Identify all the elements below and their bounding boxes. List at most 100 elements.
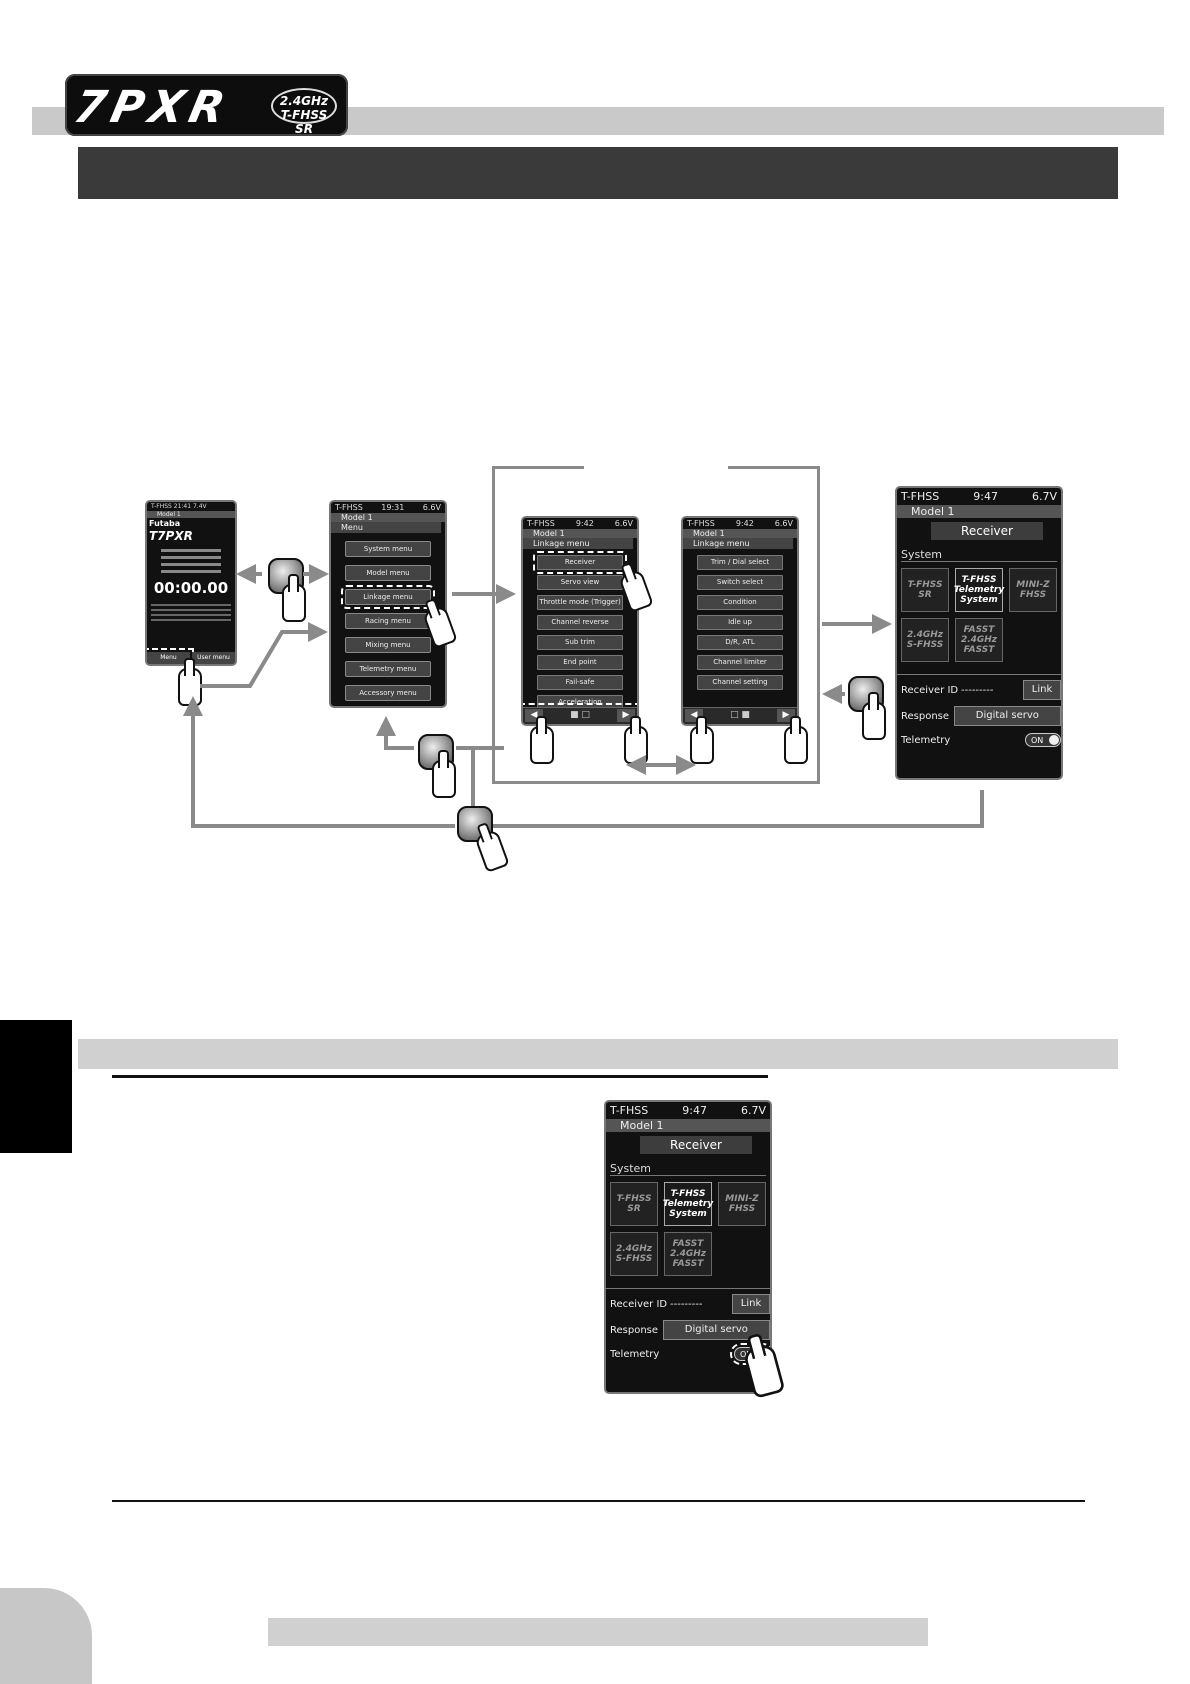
home-menu-button[interactable]: Menu [147, 648, 194, 664]
linkage-item[interactable]: Condition [697, 595, 783, 610]
menu-status-left: T-FHSS [335, 503, 363, 512]
menu-item[interactable]: Model menu [345, 565, 431, 581]
hand-pointer-icon [432, 750, 456, 798]
section-title-bar [78, 147, 1118, 199]
link1-status-batt: 6.6V [614, 519, 633, 528]
bottom-rule [112, 1500, 1085, 1502]
rx1-model: Model 1 [897, 505, 1061, 518]
arrow-icon [183, 696, 455, 828]
arrow-icon [376, 716, 414, 750]
menu-status-time: 19:31 [381, 503, 405, 512]
home-model: Model 1 [147, 511, 235, 518]
link2-status: T-FHSS 9:42 6.6V [683, 518, 797, 529]
hand-pointer-icon [862, 692, 886, 740]
menu-item[interactable]: Mixing menu [345, 637, 431, 653]
link2-status-batt: 6.6V [774, 519, 793, 528]
rx1-receiver-id-row: Receiver ID --------- Link [897, 679, 1061, 701]
rx1-system-label: System [901, 548, 1057, 562]
menu-item[interactable]: Linkage menu [341, 585, 435, 609]
rx1-link-button[interactable]: Link [1023, 680, 1061, 700]
rx1-title: Receiver [931, 522, 1043, 540]
rx2-response-label: Response [610, 1324, 659, 1336]
home-brand: Futaba [149, 519, 181, 528]
home-screen: T-FHSS 21:41 7.4V Model 1 Futaba T7PXR 0… [145, 500, 237, 666]
rx2-link-button[interactable]: Link [732, 1294, 770, 1314]
rx2-status-batt: 6.7V [740, 1104, 766, 1117]
home-timer: 00:00.00 [153, 579, 229, 597]
system-option[interactable]: T-FHSS SR [901, 568, 949, 612]
linkage-item[interactable]: D/R, ATL [697, 635, 783, 650]
linkage-item[interactable]: Sub trim [537, 635, 623, 650]
linkage-item[interactable]: Channel limiter [697, 655, 783, 670]
linkage-item[interactable]: Switch select [697, 575, 783, 590]
home-user-menu-button[interactable]: User menu [192, 652, 235, 664]
linkage-item[interactable]: Throttle mode (Trigger) [537, 595, 623, 610]
system-option[interactable]: MINI-Z FHSS [1009, 568, 1057, 612]
footer-bar [268, 1618, 928, 1646]
rx2-response-button[interactable]: Digital servo [662, 1320, 770, 1340]
menu-heading: Menu [331, 522, 441, 533]
linkage-item[interactable]: Servo view [537, 575, 623, 590]
system-option[interactable]: 2.4GHz S-FHSS [610, 1232, 658, 1276]
rx2-model: Model 1 [606, 1119, 770, 1132]
link1-status: T-FHSS 9:42 6.6V [523, 518, 637, 529]
rx2-status: T-FHSS 9:47 6.7V [606, 1102, 770, 1119]
linkage-page-2: T-FHSS 9:42 6.6V Model 1 Linkage menu Tr… [681, 516, 799, 726]
system-option[interactable]: MINI-Z FHSS [718, 1182, 766, 1226]
rx2-system-label: System [610, 1162, 766, 1176]
home-status: T-FHSS 21:41 7.4V [147, 502, 235, 511]
rx1-status-batt: 6.7V [1031, 490, 1057, 503]
linkage-item[interactable]: Trim / Dial select [697, 555, 783, 570]
rx1-response-row: Response Digital servo [897, 705, 1061, 727]
rx1-telemetry-toggle[interactable]: ON [1025, 733, 1061, 747]
rx1-receiver-id-label: Receiver ID [901, 684, 959, 696]
linkage-item[interactable]: End point [537, 655, 623, 670]
rx1-response-label: Response [901, 710, 950, 722]
bracket-top-right [728, 466, 820, 469]
rx2-title: Receiver [640, 1136, 752, 1154]
page-number-tab [0, 1588, 92, 1684]
system-option[interactable]: FASST 2.4GHz FASST [664, 1232, 712, 1276]
linkage-item[interactable]: Fail-safe [537, 675, 623, 690]
link2-model: Model 1 [683, 529, 797, 538]
system-option[interactable]: FASST 2.4GHz FASST [955, 618, 1003, 662]
system-option[interactable]: T-FHSS Telemetry System [663, 1182, 713, 1226]
side-tab [0, 1020, 72, 1153]
home-product: T7PXR [149, 529, 193, 543]
link1-heading: Linkage menu [523, 538, 633, 549]
menu-status: T-FHSS 19:31 6.6V [331, 502, 445, 513]
rx2-receiver-id-label: Receiver ID [610, 1298, 668, 1310]
linkage-item[interactable]: Receiver [533, 551, 627, 574]
hand-pointer-icon [690, 716, 714, 764]
menu-item[interactable]: Telemetry menu [345, 661, 431, 677]
bracket-top-left [492, 466, 584, 469]
product-logo: 7PXR 2.4GHz T-FHSS SR [65, 74, 348, 136]
system-option[interactable]: 2.4GHz S-FHSS [901, 618, 949, 662]
receiver-screen-detail: T-FHSS 9:47 6.7V Model 1 Receiver System… [604, 1100, 772, 1394]
page-dots: ■ □ [570, 710, 590, 720]
linkage-item[interactable]: Channel reverse [537, 615, 623, 630]
link1-status-left: T-FHSS [527, 519, 555, 528]
linkage-bracket [492, 468, 820, 784]
menu-item[interactable]: Accessory menu [345, 685, 431, 701]
subsection-rule [112, 1075, 768, 1078]
linkage-item[interactable]: Idle up [697, 615, 783, 630]
page-dots: □ ■ [730, 710, 750, 720]
receiver-screen-diagram: T-FHSS 9:47 6.7V Model 1 Receiver System… [895, 486, 1063, 780]
link2-status-left: T-FHSS [687, 519, 715, 528]
rx2-response-row: Response Digital servo [606, 1319, 770, 1341]
rx1-receiver-id-value: --------- [961, 684, 994, 696]
menu-item[interactable]: System menu [345, 541, 431, 557]
system-option[interactable]: T-FHSS Telemetry System [954, 568, 1004, 612]
hand-pointer-icon [784, 716, 808, 764]
system-option[interactable]: T-FHSS SR [610, 1182, 658, 1226]
link1-status-time: 9:42 [575, 519, 594, 528]
rx1-response-button[interactable]: Digital servo [953, 706, 1061, 726]
menu-item[interactable]: Racing menu [345, 613, 431, 629]
linkage-item[interactable]: Channel setting [697, 675, 783, 690]
subsection-bar [78, 1039, 1118, 1069]
linkage-page-1: T-FHSS 9:42 6.6V Model 1 Linkage menu Re… [521, 516, 639, 726]
